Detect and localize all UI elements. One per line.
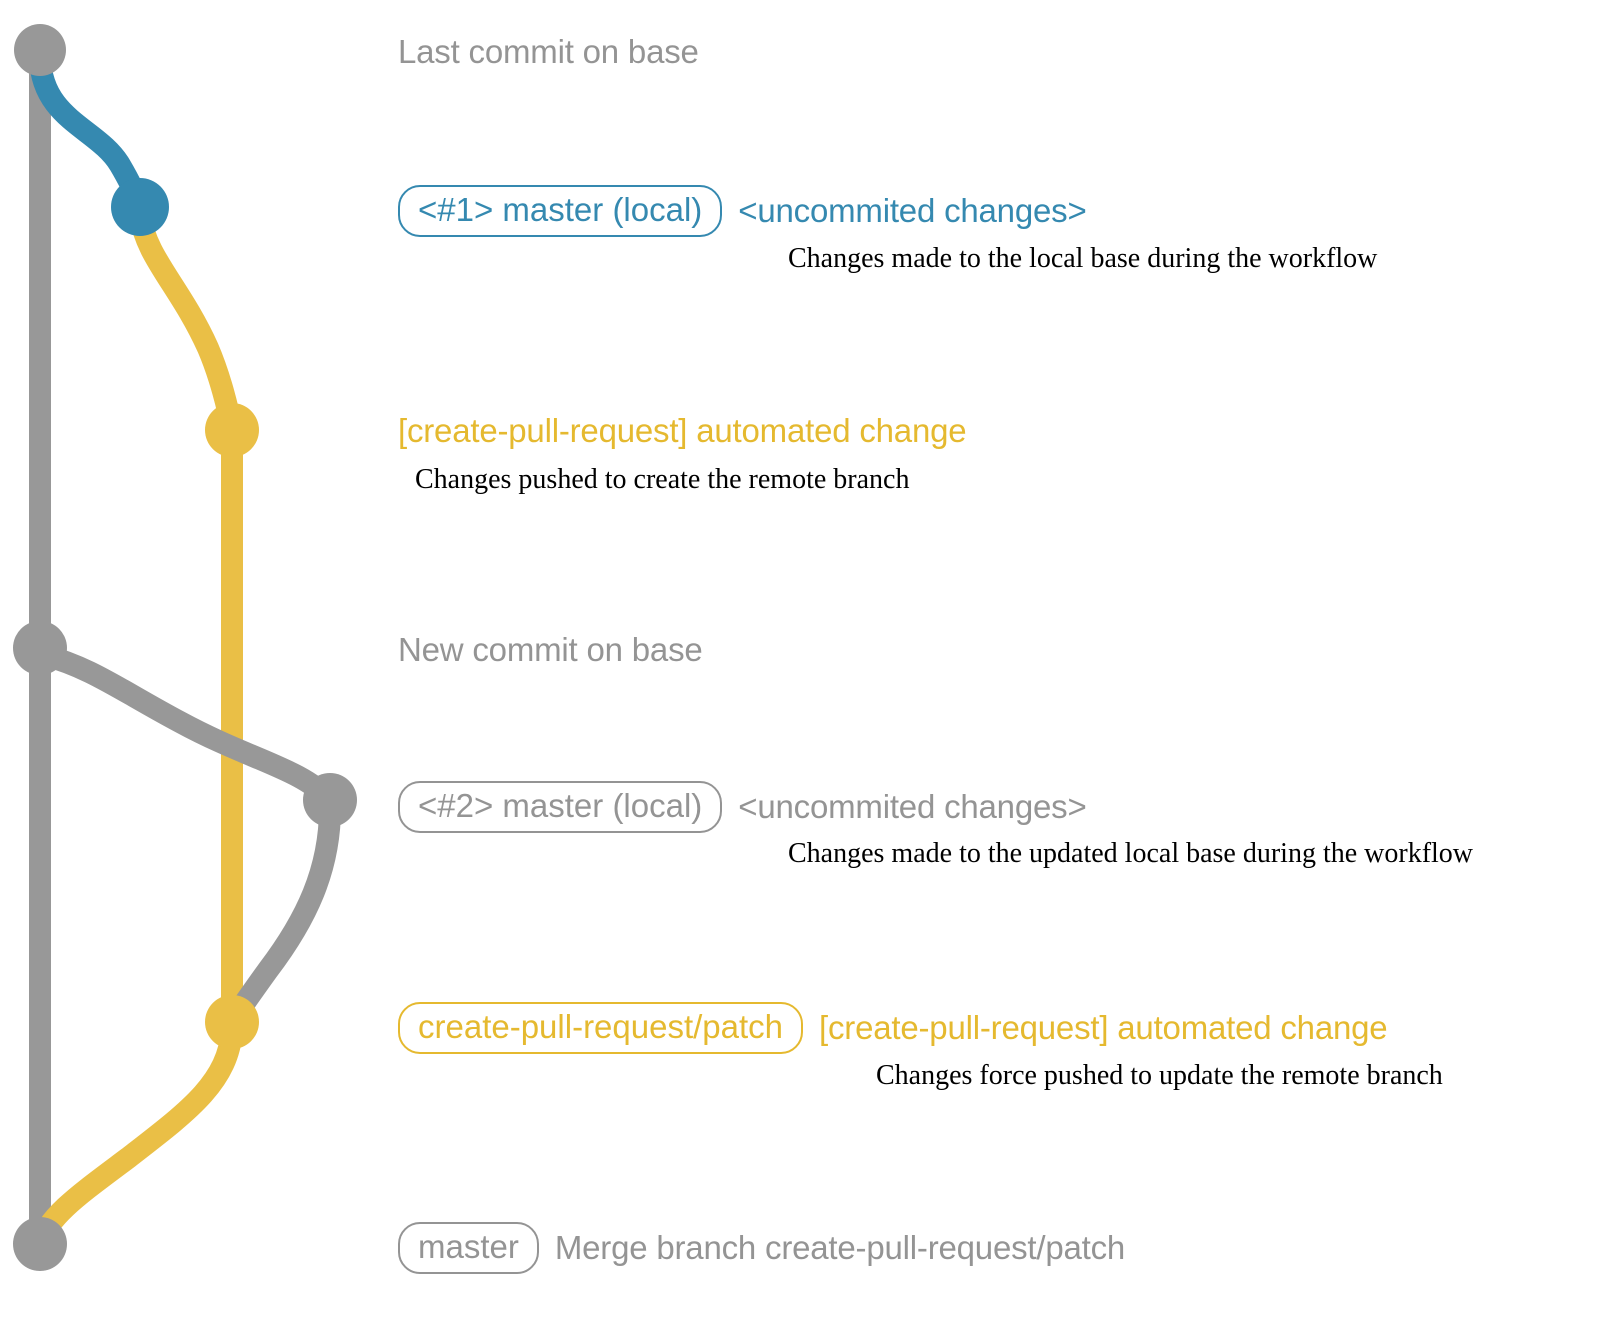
master-local-1-description: Changes made to the local base during th… [788,243,1378,274]
merge-commit-node[interactable] [13,1217,67,1271]
last-commit-on-base-node[interactable] [14,24,66,76]
row-master-local-2: <#2> master (local) <uncommited changes> [398,781,1087,833]
patch-branch-line [129,204,243,1033]
last-commit-on-base-title: Last commit on base [398,33,699,70]
row-new-commit-on-base: New commit on base [398,631,703,669]
automated-change-1-node[interactable] [205,403,259,457]
merge-commit-title: Merge branch create-pull-request/patch [554,1229,1126,1266]
row-merge-commit: master Merge branch create-pull-request/… [398,1222,1125,1274]
new-commit-on-base-node[interactable] [13,621,67,675]
branch-pill-master-local-2[interactable]: <#2> master (local) [398,781,723,833]
master-local-2-description: Changes made to the updated local base d… [788,838,1474,869]
row-master-local-1: <#1> master (local) <uncommited changes> [398,185,1087,237]
automated-change-1-description: Changes pushed to create the remote bran… [415,464,910,495]
master-local-2-title: <uncommited changes> [738,788,1087,825]
automated-change-2-title: [create-pull-request] automated change [819,1009,1388,1046]
branch-pill-master[interactable]: master [398,1222,539,1274]
branch-pill-master-local-1[interactable]: <#1> master (local) [398,185,723,237]
master-local-1-title: <uncommited changes> [738,192,1087,229]
master-local-1-node[interactable] [111,178,169,236]
automated-change-2-description: Changes force pushed to update the remot… [876,1060,1443,1091]
master-local-2-node[interactable] [303,773,357,827]
row-last-commit-on-base: Last commit on base [398,33,699,71]
row-automated-change-2: create-pull-request/patch [create-pull-r… [398,1002,1388,1054]
automated-change-2-node[interactable] [205,995,259,1049]
local-branch-2-merge-line [221,797,341,1033]
commit-graph [13,24,357,1271]
automated-change-1-title: [create-pull-request] automated change [398,412,967,449]
branch-pill-create-pull-request-patch[interactable]: create-pull-request/patch [398,1002,804,1054]
new-commit-on-base-title: New commit on base [398,631,703,668]
row-automated-change-1: [create-pull-request] automated change [398,412,967,450]
patch-merge-line [29,1019,243,1255]
local-branch-2-line [33,644,341,811]
commit-nodes [13,24,357,1271]
